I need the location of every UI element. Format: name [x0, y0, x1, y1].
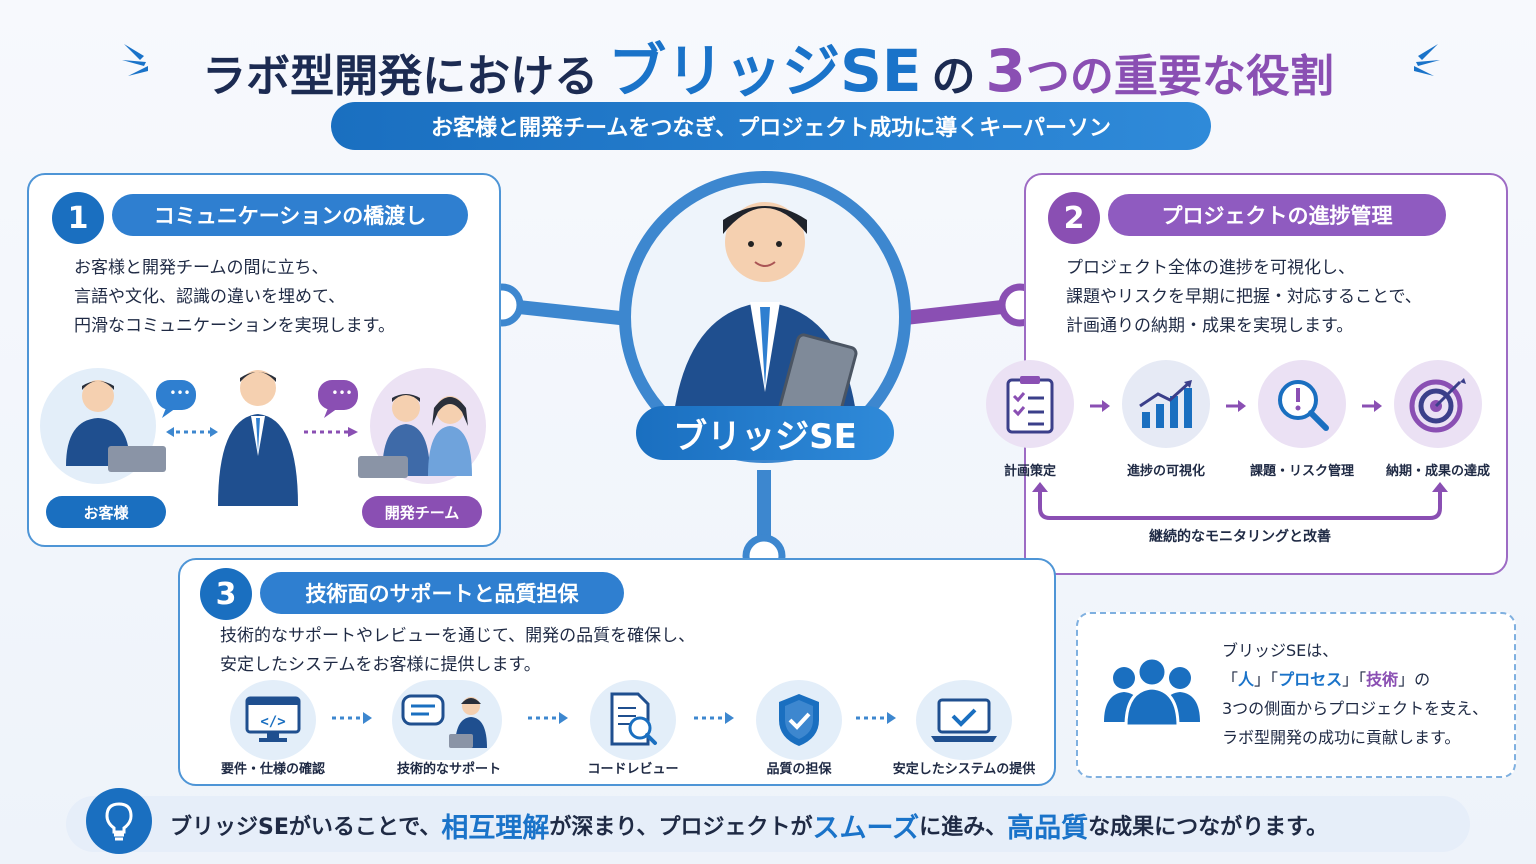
- role3-step-label: 安定したシステムの提供: [892, 762, 1036, 777]
- title-number: 3: [985, 37, 1026, 105]
- pillar-tech: 技術: [1366, 670, 1399, 689]
- pillar-process: プロセス: [1278, 670, 1343, 689]
- summary-text: ブリッジSEは、 「人」「プロセス」「技術」の 3つの側面からプロジェクトを支え…: [1222, 636, 1512, 752]
- role3-line: 安定したシステムをお客様に提供します。: [220, 655, 541, 675]
- bracket: 」: [1398, 670, 1415, 689]
- monitoring-loop-arrow: [1032, 482, 1448, 520]
- code-monitor-icon: </>: [230, 680, 316, 760]
- title-part: ラボ型開発における: [202, 51, 599, 102]
- monitoring-label: 継続的なモニタリングと改善: [1149, 529, 1331, 545]
- checklist-icon: [986, 360, 1074, 448]
- document-review-icon: [590, 680, 676, 760]
- role2-step-label: 課題・リスク管理: [1249, 464, 1354, 479]
- role1-line: 言語や文化、認識の違いを埋めて、: [74, 287, 346, 307]
- chat-dots-left: •••: [169, 386, 191, 400]
- footer-message: ブリッジSEがいることで、相互理解が深まり、プロジェクトがスムーズに進み、高品質…: [170, 800, 1460, 850]
- shield-check-icon: [756, 680, 842, 760]
- team-tag: 開発チーム: [362, 496, 482, 528]
- role2-step-label: 計画策定: [1003, 464, 1056, 479]
- footer-text: に進み、: [919, 815, 1008, 840]
- summary-particle: の: [1414, 670, 1431, 689]
- role1-line: 円滑なコミュニケーションを実現します。: [74, 316, 395, 336]
- pillar-people: 人: [1238, 670, 1255, 689]
- role1-number: 1: [52, 192, 104, 244]
- growth-chart-icon: [1122, 360, 1210, 448]
- bracket: 「: [1358, 670, 1367, 689]
- role3-number: 3: [200, 568, 252, 620]
- role2-description: プロジェクト全体の進捗を可視化し、 課題やリスクを早期に把握・対応することで、 …: [1066, 254, 1496, 341]
- bracket: 」: [1342, 670, 1359, 689]
- summary-line: 3つの側面からプロジェクトを支え、: [1222, 699, 1489, 718]
- role1-description: お客様と開発チームの間に立ち、 言語や文化、認識の違いを埋めて、 円滑なコミュニ…: [74, 254, 494, 341]
- subtitle-banner: お客様と開発チームをつなぎ、プロジェクト成功に導くキーパーソン: [331, 102, 1211, 150]
- role2-number: 2: [1048, 192, 1100, 244]
- left-burst-icon: [122, 44, 148, 76]
- role2-step-label: 納期・成果の達成: [1385, 464, 1490, 479]
- footer-text: ブリッジSEがいることで、: [170, 815, 442, 840]
- role1-line: お客様と開発チームの間に立ち、: [74, 258, 329, 278]
- svg-text:</>: </>: [260, 714, 285, 730]
- laptop-check-icon: [916, 680, 1012, 760]
- magnifier-alert-icon: [1258, 360, 1346, 448]
- role3-step-label: コードレビュー: [587, 762, 679, 777]
- role3-step-label: 品質の担保: [766, 762, 832, 777]
- footer-highlight: 相互理解: [441, 812, 550, 844]
- chat-dots-right: •••: [331, 386, 353, 400]
- lightbulb-icon: [86, 788, 152, 854]
- footer-text: が深まり、プロジェクトが: [549, 815, 813, 840]
- role3-step-label: 技術的なサポート: [396, 762, 501, 777]
- role2-step-label: 進捗の可視化: [1126, 464, 1205, 479]
- role3-heading: 技術面のサポートと品質担保: [260, 572, 624, 614]
- role3-step-label: 要件・仕様の確認: [220, 762, 325, 777]
- role3-description: 技術的なサポートやレビューを通じて、開発の品質を確保し、 安定したシステムをお客…: [220, 622, 1040, 680]
- center-label: ブリッジSE: [636, 406, 894, 460]
- role3-line: 技術的なサポートやレビューを通じて、開発の品質を確保し、: [220, 626, 696, 646]
- support-chat-icon: [392, 680, 502, 760]
- target-icon: [1394, 360, 1482, 448]
- right-burst-icon: [1414, 44, 1440, 76]
- footer-banner: [66, 796, 1470, 852]
- footer-text: な成果につながります。: [1088, 815, 1328, 840]
- bracket: 「: [1222, 670, 1239, 689]
- step-arrows: [1090, 400, 1382, 412]
- bracket: 「: [1270, 670, 1279, 689]
- title-part: つの重要な役割: [1025, 51, 1334, 102]
- role1-heading: コミュニケーションの橋渡し: [112, 194, 468, 236]
- role2-line: 計画通りの納期・成果を実現します。: [1066, 316, 1354, 336]
- people-group-icon: [1104, 656, 1200, 726]
- communication-illustration: [40, 368, 486, 506]
- role2-line: 課題やリスクを早期に把握・対応することで、: [1066, 287, 1422, 307]
- footer-highlight: 高品質: [1007, 812, 1089, 844]
- role3-step-arrows: [332, 712, 896, 724]
- bracket: 」: [1254, 670, 1271, 689]
- title-part: の: [931, 51, 976, 102]
- footer-highlight: スムーズ: [812, 812, 920, 844]
- summary-pillars: 「人」「プロセス」「技術」の: [1222, 665, 1512, 694]
- role2-heading: プロジェクトの進捗管理: [1108, 194, 1446, 236]
- summary-line: ブリッジSEは、: [1222, 641, 1339, 660]
- title-highlight: ブリッジSE: [608, 37, 922, 105]
- customer-tag: お客様: [46, 496, 166, 528]
- role2-line: プロジェクト全体の進捗を可視化し、: [1066, 258, 1355, 278]
- summary-line: ラボ型開発の成功に貢献します。: [1222, 728, 1461, 747]
